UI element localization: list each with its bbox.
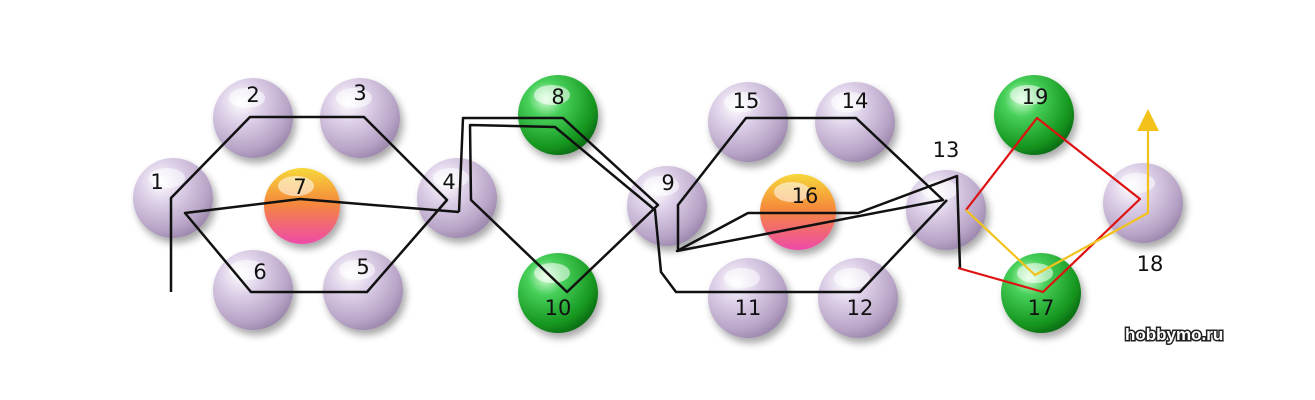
bead-14 [815,82,895,162]
bead-label-18: 18 [1137,252,1164,276]
bead-2-highlight [229,88,265,108]
bead-13 [906,170,986,250]
beads-layer [133,75,1183,338]
bead-9 [627,166,707,246]
bead-5-highlight [339,260,375,280]
bead-label-13: 13 [933,138,960,162]
bead-19 [994,75,1074,155]
bead-1 [133,158,213,238]
bead-8 [518,75,598,155]
bead-label-14: 14 [842,89,869,113]
bead-7-highlight [278,176,314,196]
bead-label-16: 16 [792,184,819,208]
bead-label-15: 15 [733,89,760,113]
bead-label-5: 5 [356,255,369,279]
bead-18-highlight [1119,173,1155,193]
bead-9-highlight [643,176,679,196]
bead-label-8: 8 [551,85,564,109]
thread-main-right-ring [675,116,962,269]
bead-19-highlight [1010,85,1046,105]
bead-label-11: 11 [735,296,762,320]
bead-4 [417,158,497,238]
bead-10 [518,253,598,333]
bead-label-17: 17 [1028,296,1055,320]
bead-12 [818,258,898,338]
bead-label-19: 19 [1022,85,1049,109]
thread-main-left-ring [169,115,460,294]
bead-11 [708,258,788,338]
bead-label-3: 3 [353,81,366,105]
bead-label-12: 12 [847,296,874,320]
bead-label-10: 10 [545,296,572,320]
bead-17-highlight [1017,263,1053,283]
bead-1-highlight [149,168,185,188]
bead-7 [264,168,340,244]
threads-layer [169,109,1159,294]
bead-5 [323,250,403,330]
thread-yellow-arrow [965,109,1159,277]
bead-14-highlight [831,92,867,112]
bead-8-highlight [534,85,570,105]
bead-17 [1001,253,1081,333]
bead-label-2: 2 [246,83,259,107]
bead-16-highlight [774,182,810,202]
thread-main-middle [457,116,948,294]
bead-label-1: 1 [150,170,163,194]
bead-15-highlight [724,92,760,112]
watermark: hobbymo.ru [1125,325,1223,344]
bead-3-highlight [336,88,372,108]
bead-label-6: 6 [253,260,266,284]
bead-12-highlight [834,268,870,288]
bead-18 [1103,163,1183,243]
bead-11-highlight [724,268,760,288]
bead-label-4: 4 [442,170,455,194]
bead-label-9: 9 [661,171,674,195]
thread-red [957,116,1142,294]
bead-label-7: 7 [293,175,306,199]
